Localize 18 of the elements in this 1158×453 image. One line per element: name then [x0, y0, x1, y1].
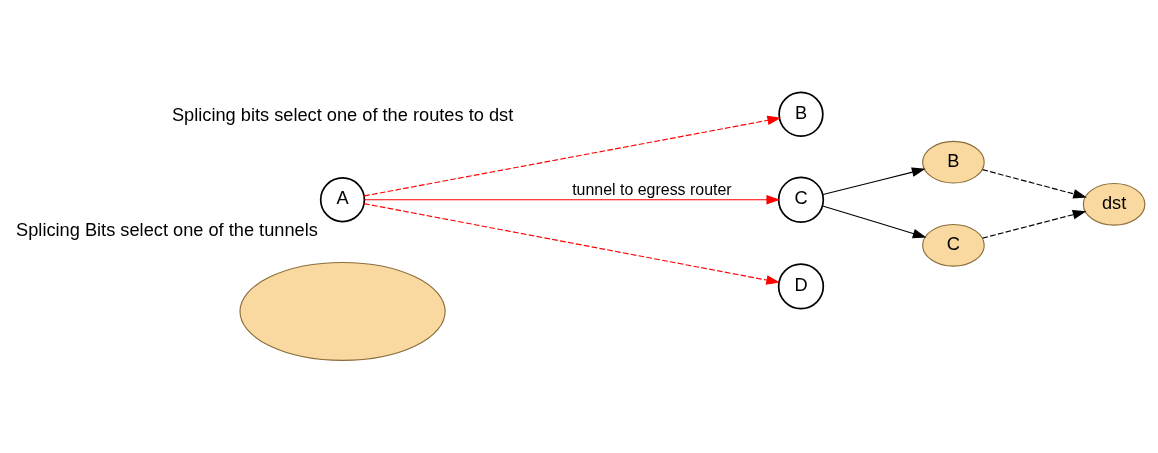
arrow [363, 194, 781, 205]
node-circle: B [778, 91, 824, 138]
node-cloud [239, 261, 446, 361]
node-circle: C [777, 176, 825, 223]
arrow [981, 169, 1087, 199]
arrow [363, 203, 781, 285]
arrow [822, 167, 926, 196]
label: Splicing bits select one of the routes to dst [171, 103, 514, 125]
node-label: Splicing Bits select one of the tunnels [16, 219, 318, 241]
arrow [981, 210, 1087, 239]
node-circle: A [319, 177, 366, 223]
node-ellipse: C [922, 223, 985, 267]
node-ellipse: dst [1082, 182, 1146, 226]
arrow [363, 115, 782, 197]
edge-label: tunnel to egress router [572, 181, 732, 199]
node-ellipse: B [922, 140, 985, 184]
node-circle: D [777, 263, 825, 310]
arrow [822, 205, 927, 239]
